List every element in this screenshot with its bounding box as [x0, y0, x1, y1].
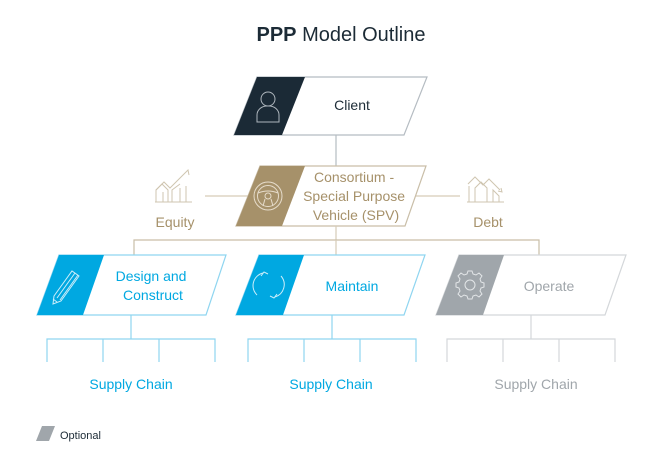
- title-rest: Model Outline: [297, 24, 426, 46]
- legend-optional-label: Optional: [60, 430, 101, 442]
- supply-chain-label-design[interactable]: Supply Chain: [89, 376, 172, 392]
- legend-optional-swatch: [36, 426, 55, 441]
- person-icon: [256, 91, 280, 123]
- chart-up-icon: [155, 168, 192, 203]
- client-node[interactable]: Client: [233, 76, 428, 136]
- equity-node: Equity: [155, 168, 195, 230]
- design-construct-label: Design and Construct: [116, 268, 191, 303]
- branch-maintain[interactable]: Maintain: [235, 254, 426, 316]
- steering-wheel-icon: [253, 181, 283, 211]
- spv-label-line-3: Vehicle (SPV): [313, 207, 399, 223]
- maintain-icon-panel: [236, 255, 304, 315]
- title-bold: PPP: [257, 24, 297, 46]
- page-title: PPP Model Outline: [257, 24, 426, 46]
- operate-label: Operate: [524, 278, 575, 294]
- operate-icon-panel: [436, 255, 504, 315]
- branch-operate[interactable]: Operate: [435, 254, 627, 316]
- chart-down-icon: [467, 176, 504, 203]
- design-construct-label-line-2: Construct: [123, 287, 183, 303]
- spv-label-line-2: Special Purpose: [303, 188, 405, 204]
- supply-chain-maintain: [247, 315, 417, 362]
- debt-node: Debt: [467, 176, 504, 230]
- maintain-label: Maintain: [326, 278, 379, 294]
- client-label: Client: [334, 97, 370, 113]
- debt-label: Debt: [473, 214, 503, 230]
- pencil-icon: [52, 270, 80, 305]
- supply-chain-operate: [446, 315, 616, 362]
- branch-design-construct[interactable]: Design and Construct: [36, 254, 227, 316]
- supply-chain-label-operate[interactable]: Supply Chain: [494, 376, 577, 392]
- spv-node[interactable]: Consortium - Special Purpose Vehicle (SP…: [235, 165, 427, 227]
- legend: Optional: [36, 426, 101, 442]
- equity-label: Equity: [156, 214, 195, 230]
- spv-label-line-1: Consortium -: [314, 169, 394, 185]
- cycle-arrows-icon: [252, 271, 285, 299]
- spv-label: Consortium - Special Purpose Vehicle (SP…: [303, 169, 409, 223]
- gear-icon: [455, 270, 485, 300]
- design-construct-label-line-1: Design and: [116, 268, 187, 284]
- supply-chain-label-maintain[interactable]: Supply Chain: [289, 376, 372, 392]
- supply-chain-design: [46, 315, 216, 362]
